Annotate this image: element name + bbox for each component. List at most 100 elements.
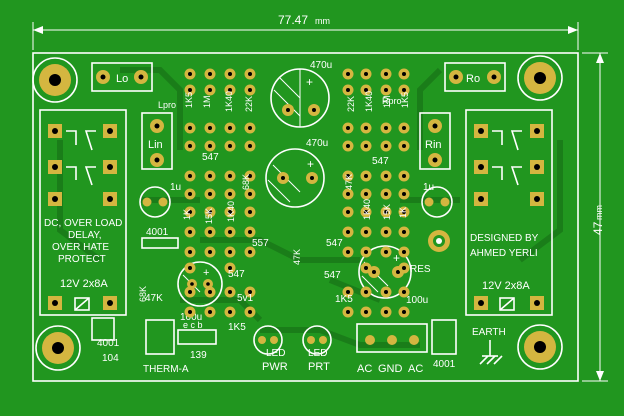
relay-left-line-2: DELAY, xyxy=(68,230,102,241)
pad-hole xyxy=(188,72,192,76)
pad-hole xyxy=(208,126,212,130)
led-prt xyxy=(302,325,332,355)
transistor-139 xyxy=(177,329,217,345)
label-led-prt: LED xyxy=(308,348,327,359)
mount-hole-bottom-left xyxy=(35,325,81,371)
pad-hole xyxy=(346,174,350,178)
mount-hole-bottom-right xyxy=(517,324,563,370)
pad-hole xyxy=(402,174,406,178)
svg-text:+: + xyxy=(203,267,209,279)
pad-hole xyxy=(402,290,406,294)
relay-left xyxy=(39,109,127,316)
pad-hole xyxy=(364,310,368,314)
pad-hole xyxy=(384,174,388,178)
label-22k-a: 22K xyxy=(244,96,254,112)
label-1k40-c: 1K40 xyxy=(224,91,234,112)
pad-hole xyxy=(402,72,406,76)
label-ro: Ro xyxy=(466,73,480,85)
label-547-a: 547 xyxy=(202,152,219,163)
label-47k-c: 47K xyxy=(344,174,354,190)
pad-hole xyxy=(208,290,212,294)
small-pad-grid xyxy=(184,68,410,318)
relay-right xyxy=(465,109,553,316)
pad-hole xyxy=(188,250,192,254)
cap-100u-left-label: 100u xyxy=(180,312,202,323)
pad-hole xyxy=(364,250,368,254)
label-4001-b: 4001 xyxy=(97,338,120,349)
label-earth: EARTH xyxy=(472,327,506,338)
relay-left-coil-label: 12V 2x8A xyxy=(60,278,108,290)
label-led-pwr: LED xyxy=(266,348,285,359)
pad-hole xyxy=(208,250,212,254)
connector-rin xyxy=(419,112,451,170)
pad-hole xyxy=(248,230,252,234)
pad-hole xyxy=(384,310,388,314)
cap-470u-top-label: 470u xyxy=(310,60,332,71)
cap-470u-top: + xyxy=(270,68,330,128)
pad-hole xyxy=(208,144,212,148)
label-1k5-e: 1K5 xyxy=(335,294,353,305)
relay-left-line-4: PROTECT xyxy=(58,254,106,265)
pad-hole xyxy=(248,72,252,76)
pad-hole xyxy=(228,250,232,254)
relay-left-line-1: DC, OVER LOAD xyxy=(44,218,122,229)
pad-hole xyxy=(188,144,192,148)
label-547-c: 547 xyxy=(326,238,343,249)
connector-ac xyxy=(356,323,428,353)
pad-hole xyxy=(346,230,350,234)
label-1k5-a: 1K5 xyxy=(228,322,246,333)
cap-100u-left: + xyxy=(177,261,223,307)
relay-right-switch xyxy=(492,130,522,186)
pad-hole xyxy=(228,88,232,92)
pad-hole xyxy=(188,290,192,294)
cap-1u-right-label: 1u xyxy=(423,182,434,193)
relay-left-coil xyxy=(74,297,90,311)
label-ac-1: AC xyxy=(357,363,372,375)
pad-hole xyxy=(188,126,192,130)
pad-hole xyxy=(402,126,406,130)
diode-4001-c xyxy=(431,319,457,355)
label-lo: Lo xyxy=(116,73,128,85)
label-1m-a: 1M xyxy=(202,95,212,108)
label-4001-a: 4001 xyxy=(146,227,169,238)
relay-left-pads xyxy=(48,124,117,310)
label-ebc: e c b xyxy=(183,320,203,330)
mount-hole-top-right xyxy=(517,55,563,101)
pad-hole xyxy=(384,290,388,294)
connector-lo xyxy=(91,62,153,92)
pad-hole xyxy=(346,250,350,254)
label-res: RES xyxy=(410,264,431,275)
pad-hole xyxy=(208,310,212,314)
relay-right-coil-label: 12V 2x8A xyxy=(482,280,530,292)
pad-hole xyxy=(402,266,406,270)
pad-hole xyxy=(188,192,192,196)
label-139: 139 xyxy=(190,350,207,361)
relay-right-line-2: AHMED YERLI xyxy=(470,248,538,259)
label-1m-b: 1M xyxy=(382,95,392,108)
pad-hole xyxy=(188,310,192,314)
connector-ro xyxy=(444,62,506,92)
pad-hole xyxy=(384,230,388,234)
label-1k5-b: 1K5 xyxy=(184,92,194,108)
label-lpro: Lpro xyxy=(158,100,176,110)
label-15k-a: 15K xyxy=(204,208,214,224)
svg-text:+: + xyxy=(393,251,400,265)
relay-right-line-1: DESIGNED BY xyxy=(470,233,539,244)
label-1k-b: 1K xyxy=(398,207,408,218)
label-547-d: 547 xyxy=(228,269,245,280)
pad-hole xyxy=(208,88,212,92)
label-1k-a: 1K xyxy=(182,209,192,220)
pad-hole xyxy=(402,144,406,148)
pad-hole xyxy=(364,174,368,178)
diode-4001-a xyxy=(141,237,179,249)
label-68k-b: 68K xyxy=(138,286,148,302)
pad-hole xyxy=(364,72,368,76)
label-22k-b: 22K xyxy=(346,96,356,112)
label-1k40-a: 1K40 xyxy=(226,201,236,222)
width-unit: mm xyxy=(315,16,330,26)
pad-hole xyxy=(208,210,212,214)
label-547-b: 547 xyxy=(372,156,389,167)
dimension-width xyxy=(32,22,579,50)
